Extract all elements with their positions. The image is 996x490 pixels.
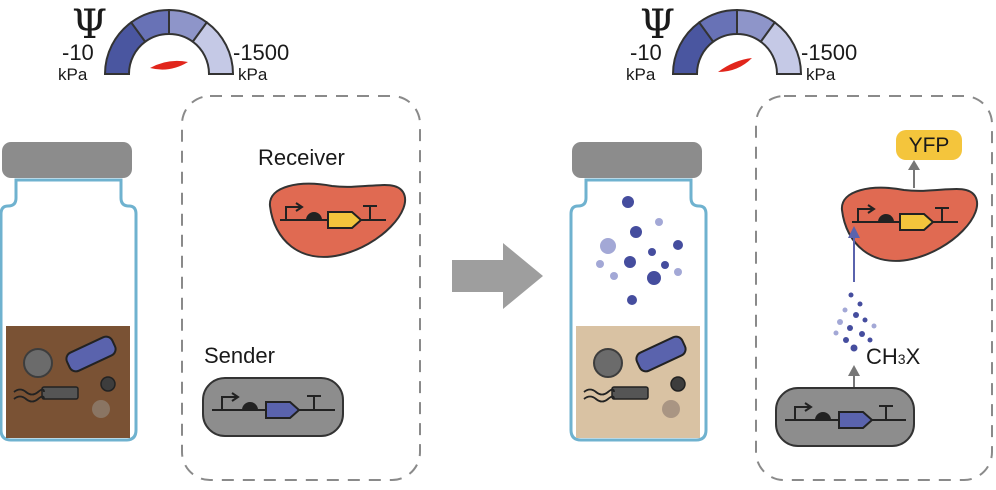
- right-vial: [569, 142, 708, 442]
- arrow-head-icon: [848, 365, 860, 376]
- transition-arrow-icon: [452, 243, 543, 309]
- psi-symbol-right: Ψ: [640, 2, 675, 48]
- flagella-icon: [583, 388, 615, 403]
- gauge-segment-4: [759, 20, 803, 75]
- soil-particle: [92, 400, 110, 418]
- arrow-head-icon: [848, 226, 860, 238]
- rbs-icon: [242, 402, 258, 410]
- soil-particle: [100, 376, 116, 392]
- gas-bubbles-vial: [596, 196, 683, 305]
- ch3x-label: CH3X: [866, 344, 921, 369]
- left-gauge: Ψ -10 kPa -1500 kPa: [58, 2, 289, 84]
- gauge-low-value-left: -10: [62, 40, 94, 65]
- left-vial: [0, 142, 138, 442]
- gauge-segments-right: [671, 8, 803, 75]
- gauge-high-unit-right: kPa: [806, 65, 836, 84]
- psi-symbol-left: Ψ: [72, 2, 107, 48]
- soil-microbe-gray: [611, 386, 649, 400]
- terminator-icon: [879, 405, 893, 420]
- left-panel-frame: [181, 95, 421, 481]
- promoter-icon: [285, 206, 300, 220]
- receiver-label: Receiver: [258, 145, 345, 170]
- rbs-icon: [306, 212, 322, 220]
- terminator-icon: [363, 205, 377, 220]
- vial-cap-right: [572, 142, 702, 178]
- right-gauge: Ψ -10 kPa -1500 kPa: [626, 2, 857, 84]
- gauge-low-unit-left: kPa: [58, 65, 88, 84]
- rbs-icon: [878, 214, 894, 222]
- yfp-gene-icon: [327, 211, 363, 229]
- promoter-icon: [857, 208, 872, 222]
- gauge-high-unit-left: kPa: [238, 65, 268, 84]
- gauge-low-unit-right: kPa: [626, 65, 656, 84]
- gauge-needle-right: [718, 58, 752, 72]
- sender-cell-right: [775, 387, 915, 447]
- terminator-icon: [935, 207, 949, 222]
- gauge-needle-left: [150, 60, 188, 70]
- soil-particle: [23, 348, 53, 378]
- flagella-icon: [13, 388, 45, 403]
- methyltransferase-gene-icon: [838, 411, 874, 429]
- signal-arrow: [848, 226, 860, 282]
- soil-particle: [662, 400, 680, 418]
- yfp-gene-icon: [899, 213, 935, 231]
- yfp-label: YFP: [909, 134, 950, 157]
- promoter-icon: [221, 396, 236, 410]
- gauge-segments-left: [103, 8, 235, 75]
- soil-particle: [593, 348, 623, 378]
- terminator-icon: [307, 395, 321, 410]
- yfp-badge: [896, 130, 962, 160]
- soil-microbe-blue: [65, 335, 117, 373]
- gas-dots-cell: [833, 292, 877, 352]
- soil-microbe-gray: [41, 386, 79, 400]
- soil-particle: [670, 376, 686, 392]
- soil-microbe-blue: [635, 335, 687, 373]
- receiver-cell-left: Receiver: [258, 145, 406, 258]
- yfp-output: YFP: [896, 130, 962, 188]
- gauge-segment-4: [191, 20, 235, 75]
- gauge-low-value-right: -10: [630, 40, 662, 65]
- gauge-high-value-left: -1500: [233, 40, 289, 65]
- promoter-icon: [794, 406, 809, 420]
- vial-cap-left: [2, 142, 132, 178]
- sender-label: Sender: [204, 343, 275, 368]
- right-panel-frame: [755, 95, 993, 481]
- methyltransferase-gene-icon: [265, 401, 301, 419]
- sender-cell-left: Sender: [202, 343, 344, 437]
- gauge-high-value-right: -1500: [801, 40, 857, 65]
- rbs-icon: [815, 412, 831, 420]
- arrow-head-icon: [908, 160, 920, 170]
- production-arrow: [848, 365, 860, 390]
- receiver-cell-right: [840, 186, 978, 262]
